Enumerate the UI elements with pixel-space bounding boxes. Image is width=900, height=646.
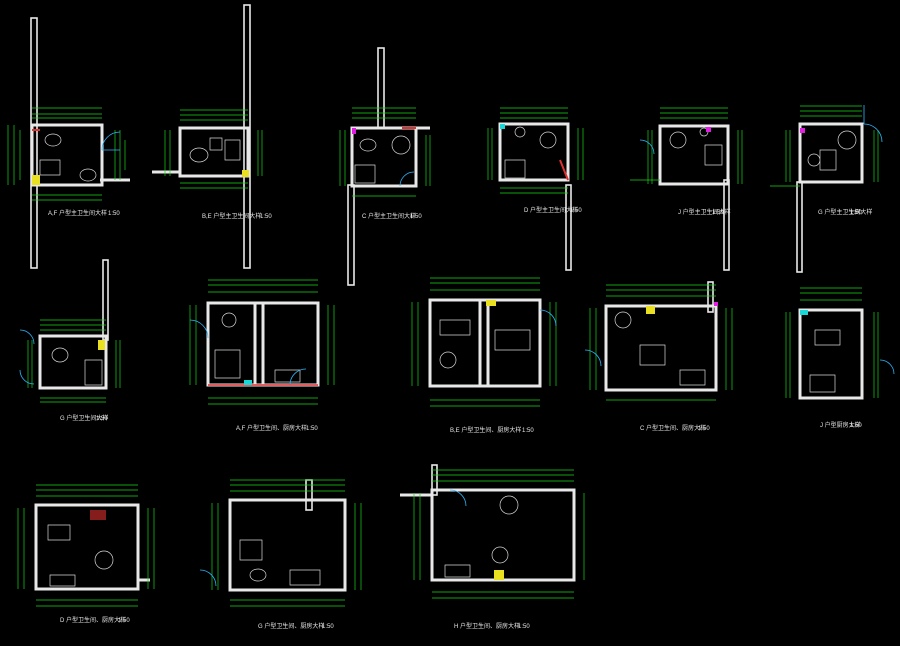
scale-text: 1:50 bbox=[108, 211, 120, 217]
scale-text: 1:50 bbox=[698, 426, 710, 432]
caption-text: G 户型卫生间大样 bbox=[60, 414, 108, 422]
caption-text: D 户型卫生间、厨房大样 bbox=[60, 616, 126, 624]
caption-text: G 户型主卫生间大样 bbox=[818, 208, 872, 216]
scale-text: 1:50 bbox=[410, 214, 422, 220]
scale-text: 1:50 bbox=[522, 428, 534, 434]
caption-text: G 户型卫生间、厨房大样 bbox=[258, 622, 324, 630]
plan-d-kitchen: D 户型卫生间、厨房大样 1:50 bbox=[17, 484, 155, 624]
scale-text: 1:50 bbox=[570, 208, 582, 214]
caption-text: J 户型厨房大样 bbox=[820, 421, 861, 429]
plan-af-bath: A,F 户型主卫生间大样 1:50 bbox=[7, 17, 130, 269]
scale-text: 1:50 bbox=[850, 210, 862, 216]
plan-j-kitchen: J 户型厨房大样 1:50 bbox=[785, 287, 895, 429]
plan-j-bath: J 户型主卫生间大样 1:50 bbox=[630, 107, 743, 271]
caption-text: B,E 户型主卫生间大样 bbox=[202, 212, 261, 220]
caption-text: H 户型卫生间、厨房大样 bbox=[454, 622, 520, 630]
plan-be-kitchen: B,E 户型卫生间、厨房大样 1:50 bbox=[411, 277, 557, 434]
plan-g-bath-1: G 户型主卫生间大样 1:50 bbox=[770, 105, 883, 273]
caption-text: B,E 户型卫生间、厨房大样 bbox=[450, 426, 521, 434]
scale-text: 1:50 bbox=[850, 423, 862, 429]
scale-text: 1:50 bbox=[118, 618, 130, 624]
scale-text: 1:50 bbox=[306, 426, 318, 432]
plan-g-kitchen: G 户型卫生间、厨房大样 1:50 bbox=[199, 479, 362, 630]
plan-c-bath: C 户型主卫生间大样 1:50 bbox=[339, 47, 431, 286]
scale-text: 1:50 bbox=[96, 416, 108, 422]
plan-h-kitchen: H 户型卫生间、厨房大样 1:50 bbox=[400, 464, 585, 630]
scale-text: 1:50 bbox=[322, 624, 334, 630]
scale-text: 1:50 bbox=[518, 624, 530, 630]
plan-g-bath-2: G 户型卫生间大样 1:50 bbox=[19, 259, 121, 422]
plan-af-kitchen: A,F 户型卫生间、厨房大样 1:50 bbox=[189, 279, 335, 432]
caption-text: D 户型主卫生间大样 bbox=[524, 206, 578, 214]
scale-text: 1:50 bbox=[712, 210, 724, 216]
caption-text: A,F 户型主卫生间大样 bbox=[48, 209, 107, 217]
accent-block bbox=[32, 175, 40, 185]
plan-be-bath: B,E 户型主卫生间大样 1:50 bbox=[152, 4, 272, 269]
plan-d-bath: D 户型主卫生间大样 1:50 bbox=[487, 107, 584, 271]
caption-text: A,F 户型卫生间、厨房大样 bbox=[236, 424, 307, 432]
caption-text: J 户型主卫生间大样 bbox=[678, 208, 731, 216]
caption-text: C 户型卫生间、厨房大样 bbox=[640, 424, 706, 432]
scale-text: 1:50 bbox=[260, 214, 272, 220]
plan-c-kitchen: C 户型卫生间、厨房大样 1:50 bbox=[584, 281, 733, 432]
caption-text: C 户型主卫生间大样 bbox=[362, 212, 416, 220]
